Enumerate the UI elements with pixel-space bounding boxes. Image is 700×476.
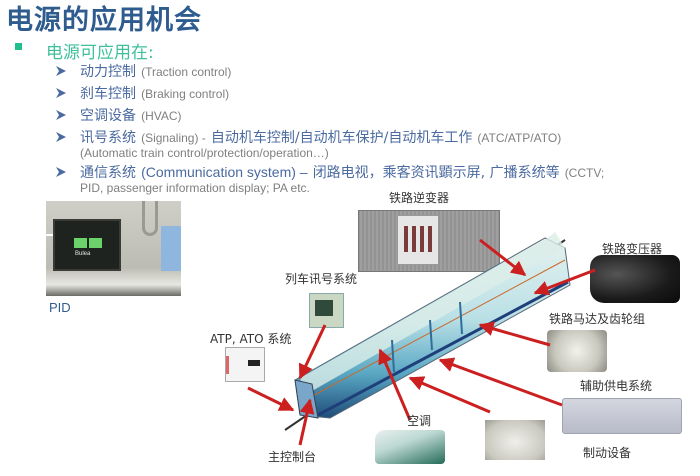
- item-zh-detail: 自动机车控制/自动机车保护/自动机车工作: [210, 130, 473, 146]
- transformer-label: 铁路变压器: [602, 242, 663, 256]
- arrow-bullet-icon: [56, 110, 66, 120]
- item-zh: 动力控制: [80, 64, 136, 80]
- side-display: [161, 226, 181, 271]
- item-subtext: (Automatic train control/protection/oper…: [80, 146, 329, 160]
- pid-screen: Bulea: [53, 219, 121, 271]
- grab-handle-image: [142, 201, 158, 236]
- item-en-detail: (ATC/ATP/ATO): [477, 131, 562, 145]
- item-en: (Traction control): [141, 65, 232, 79]
- motor-gear-label: 铁路马达及齿轮组: [549, 312, 646, 326]
- item-subtext: PID, passenger information display; PA e…: [80, 181, 310, 195]
- list-item-hvac: 空调设备 (HVAC): [55, 106, 695, 125]
- item-zh: 空调设备: [80, 108, 136, 124]
- arrow-bullet-icon: [56, 167, 66, 177]
- train-signal-label: 列车讯号系统: [285, 272, 358, 286]
- braking-label: 制动设备: [583, 446, 632, 460]
- square-bullet-icon: [15, 43, 22, 50]
- item-zh: 通信系统: [80, 165, 136, 181]
- inverter-label: 铁路逆变器: [389, 191, 450, 205]
- brake-compressor-image: [485, 420, 545, 460]
- hvac-unit-image: [375, 430, 445, 464]
- item-en: (HVAC): [141, 109, 182, 123]
- train-signal-image: [309, 293, 344, 328]
- item-en: (Braking control): [141, 87, 230, 101]
- item-zh: 刹车控制: [80, 86, 136, 102]
- slide-title: 电源的应用机会: [6, 5, 202, 36]
- transformer-image: [590, 255, 680, 303]
- item-en-detail: (CCTV;: [564, 166, 605, 180]
- arrow-bullet-icon: [56, 132, 66, 142]
- arrow-bullet-icon: [56, 88, 66, 98]
- pid-screen-text: Bulea: [75, 251, 91, 257]
- list-item-braking: 刹车控制 (Braking control): [55, 84, 695, 103]
- item-en: (Communication system) –: [141, 164, 308, 180]
- motor-gear-image: [547, 330, 607, 372]
- list-item-traction: 动力控制 (Traction control): [55, 62, 695, 81]
- item-zh: 讯号系统: [80, 130, 136, 146]
- pid-caption: PID: [49, 300, 71, 315]
- atp-ato-image: [225, 347, 265, 382]
- pointer-arrow-icon: [46, 234, 58, 236]
- list-item-signaling: 讯号系统 (Signaling) - 自动机车控制/自动机车保护/自动机车工作 …: [55, 128, 695, 160]
- pid-photo: Bulea: [46, 201, 181, 296]
- arrow-bullet-icon: [56, 66, 66, 76]
- item-en: (Signaling) -: [141, 131, 206, 145]
- list-item-communication: 通信系统 (Communication system) – 闭路电视，乘客资讯顕…: [55, 163, 695, 195]
- item-zh-detail: 闭路电视，乘客资讯顕示屏, 广播系统等: [312, 165, 560, 181]
- aux-power-label: 辅助供电系统: [580, 379, 653, 393]
- inverter-image: [358, 210, 500, 272]
- hvac-label: 空调: [407, 414, 432, 428]
- main-console-label: 主控制台: [268, 450, 317, 464]
- heading-text: 电源可应用在:: [46, 43, 154, 63]
- atp-ato-label: ATP, ATO 系统: [210, 332, 292, 346]
- bullet-list: 动力控制 (Traction control) 刹车控制 (Braking co…: [55, 62, 695, 198]
- aux-power-image: [562, 398, 682, 434]
